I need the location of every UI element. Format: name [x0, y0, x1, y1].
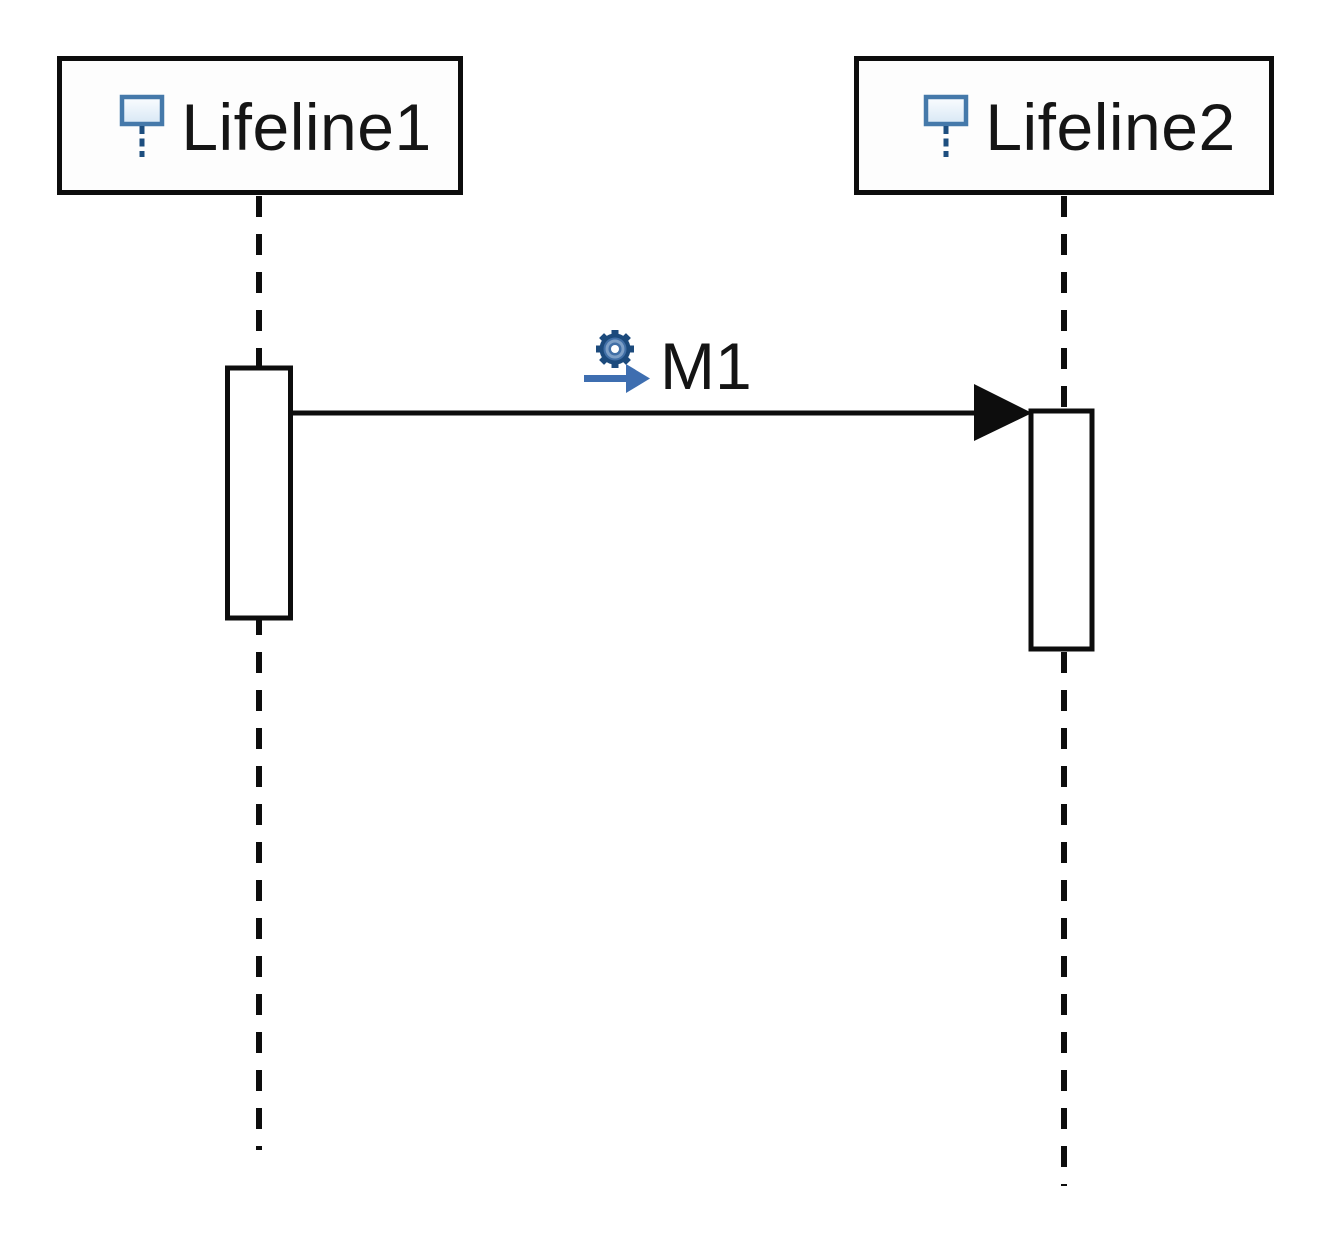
message-label[interactable]: M1 [660, 329, 752, 403]
call-message-gear-arrow-icon [584, 330, 650, 393]
lifeline-head-icon [120, 94, 165, 157]
message-arrowhead-icon [974, 384, 1032, 441]
gear-inner-ring [605, 339, 625, 359]
lifeline-head-icon [924, 94, 969, 157]
activation-bar-lifeline2[interactable] [1028, 408, 1095, 652]
activation-bar-lifeline1[interactable] [225, 365, 293, 621]
lifeline-head-icon-rect [120, 94, 165, 126]
lifeline2-label[interactable]: Lifeline2 [985, 89, 1236, 164]
gear-icon [596, 330, 634, 368]
lifeline1-head[interactable]: Lifeline1 [57, 56, 463, 195]
lifeline-head-icon-rect [924, 94, 969, 126]
lifeline2-head[interactable]: Lifeline2 [854, 56, 1274, 195]
lifeline1-label[interactable]: Lifeline1 [181, 89, 432, 164]
gear-center-hole [611, 345, 619, 353]
call-arrow-icon [584, 364, 650, 393]
